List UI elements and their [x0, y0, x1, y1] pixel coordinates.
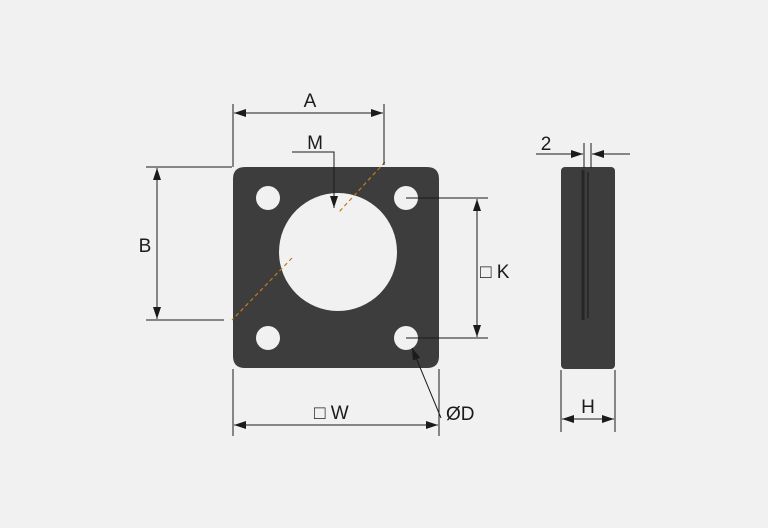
hidden-diagonal-line-top	[338, 161, 386, 213]
dimension-d: ØD	[411, 347, 475, 425]
dimension-label-thickness: 2	[541, 134, 552, 155]
dimension-a: A	[232, 91, 385, 167]
dimension-label-k: □ K	[480, 262, 510, 283]
dimension-label-m: M	[307, 133, 323, 154]
dimension-k: □ K	[406, 197, 510, 339]
dimension-label-w: □ W	[314, 403, 349, 424]
dimension-b: B	[139, 166, 232, 321]
square-flange-body	[233, 167, 439, 368]
dimension-label-a: A	[304, 91, 317, 112]
side-view	[561, 167, 615, 369]
dimension-thickness: 2	[536, 134, 630, 168]
dimension-m: M	[292, 133, 338, 208]
dimension-label-d: ØD	[446, 404, 475, 425]
dimension-label-h: H	[581, 397, 595, 418]
dimension-w: □ W	[232, 369, 440, 436]
hidden-diagonal-line-bottom	[231, 257, 293, 321]
dimension-h: H	[560, 370, 616, 432]
dimension-label-b: B	[139, 236, 152, 257]
front-view	[231, 161, 439, 368]
